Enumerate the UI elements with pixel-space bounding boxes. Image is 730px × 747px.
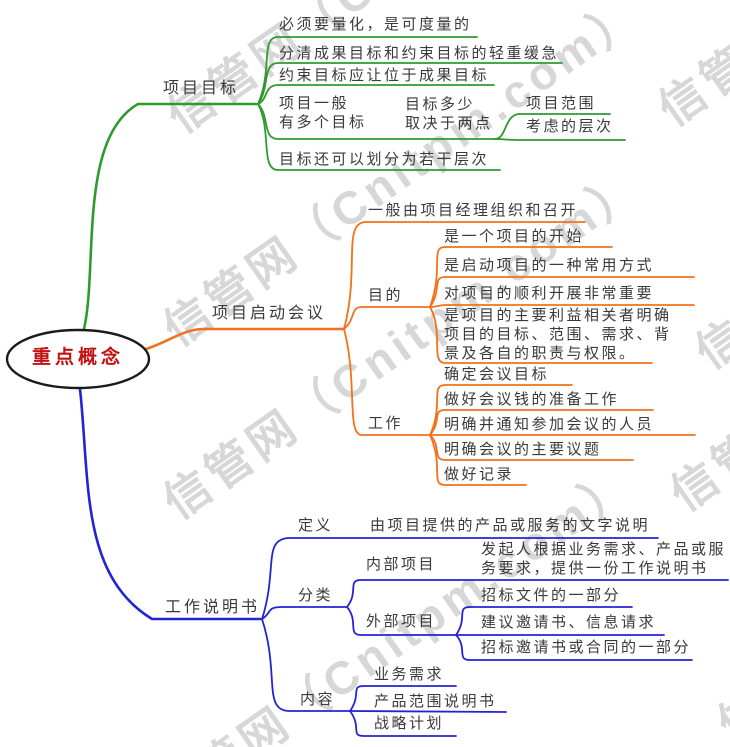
- external-item: 建议邀请书、信息请求: [481, 615, 657, 631]
- goal-item-multiple: 项目一般 有多个目标: [279, 96, 367, 131]
- goal-item-yield: 约束目标应让位于成果目标: [279, 68, 490, 84]
- kickoff-branch-lines: [144, 221, 696, 486]
- sow-internal-desc: 发起人根据业务需求、产品或服 务要求，提供一份工作说明书: [481, 542, 727, 577]
- work-item: 做好会议钱的准备工作: [444, 392, 620, 408]
- sow-branch-lines: [78, 387, 729, 737]
- sow-external-label: 外部项目: [366, 614, 437, 630]
- content-item: 产品范围说明书: [374, 694, 497, 710]
- content-item: 业务需求: [374, 667, 445, 683]
- sow-definition-desc: 由项目提供的产品或服务的文字说明: [370, 518, 651, 534]
- topic-statement-of-work: 工作说明书: [165, 599, 261, 616]
- goal-item-scope: 项目范围: [526, 96, 597, 112]
- goal-item-levels: 考虑的层次: [526, 119, 614, 135]
- external-item: 招标邀请书或合同的一部分: [481, 640, 692, 656]
- kickoff-purpose-label: 目的: [368, 288, 404, 304]
- goal-item-quantify: 必须要量化，是可度量的: [279, 17, 472, 33]
- kickoff-work-label: 工作: [368, 416, 404, 432]
- purpose-item: 是一个项目的开始: [444, 229, 585, 245]
- work-item: 明确会议的主要议题: [444, 442, 602, 458]
- external-item: 招标文件的一部分: [481, 588, 622, 604]
- sow-definition-label: 定义: [298, 518, 334, 534]
- sow-content-label: 内容: [300, 692, 336, 708]
- purpose-item: 是启动项目的一种常用方式: [444, 258, 655, 274]
- goal-item-layers: 目标还可以划分为若干层次: [279, 152, 490, 168]
- content-item: 战略计划: [374, 716, 445, 732]
- purpose-item: 对项目的顺利开展非常重要: [444, 286, 655, 302]
- sow-internal-label: 内部项目: [366, 557, 437, 573]
- goals-branch-lines: [82, 36, 626, 331]
- work-item: 做好记录: [444, 467, 515, 483]
- topic-project-goals: 项目目标: [163, 80, 240, 97]
- work-item: 明确并通知参加会议的人员: [444, 417, 655, 433]
- root-topic: 重点概念: [31, 347, 124, 368]
- topic-kickoff-meeting: 项目启动会议: [212, 305, 327, 322]
- goal-item-depends: 目标多少 取决于两点: [405, 97, 493, 132]
- work-item: 确定会议目标: [444, 367, 550, 383]
- purpose-item: 是项目的主要利益相关者明确 项目的目标、范围、需求、背 景及各自的职责与权限。: [444, 308, 672, 362]
- root-ellipse: [5, 328, 151, 390]
- sow-category-label: 分类: [298, 588, 334, 604]
- goal-item-balance: 分清成果目标和约束目标的轻重缓急: [279, 46, 560, 62]
- kickoff-organizer: 一般由项目经理组织和召开: [368, 203, 579, 219]
